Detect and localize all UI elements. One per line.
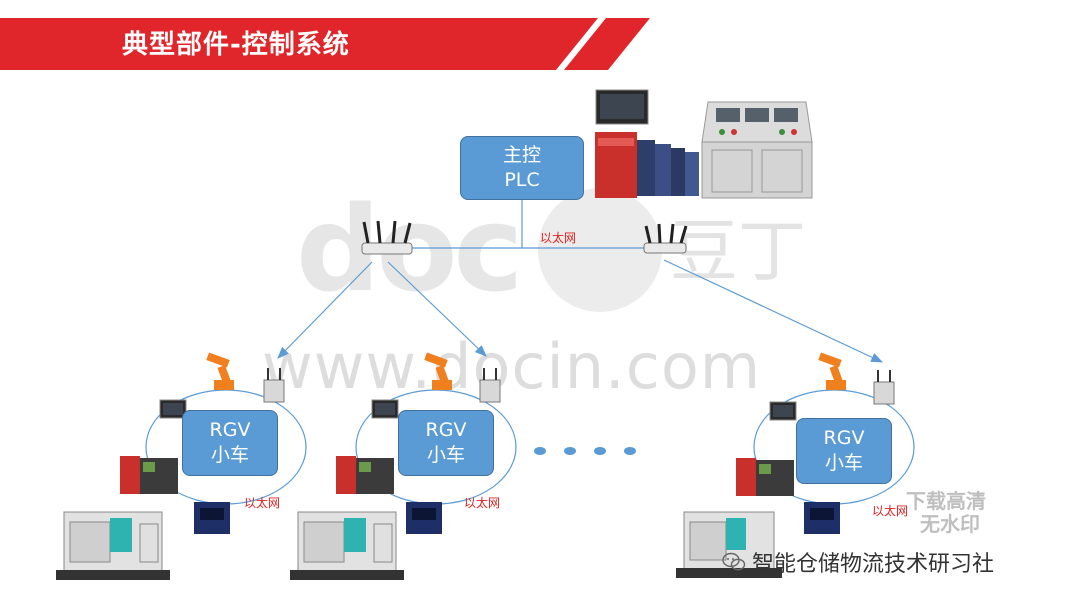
hmi-panel-icon [159, 399, 187, 419]
plc-rack-icon [595, 132, 699, 198]
plc-controller-icon [336, 456, 394, 494]
hmi-panel-icon [769, 401, 797, 421]
page-title: 典型部件-控制系统 [122, 30, 350, 60]
main-plc-box: 主控 PLC [460, 136, 584, 200]
docin-watermark-cn: 豆丁 [670, 213, 807, 292]
access-point-icon [263, 368, 285, 403]
hmi-panel-icon [371, 399, 399, 419]
rgv-box: RGV 小车 [796, 418, 892, 484]
rgv-cell-3 [676, 352, 915, 578]
download-hd-text: 下载高清 无水印 [906, 490, 986, 536]
access-point-icon [873, 370, 895, 405]
ethernet-label: 以太网 [464, 496, 501, 510]
robot-station-icon [56, 511, 170, 580]
plc-controller-icon [120, 456, 178, 494]
docin-url-watermark: www.docin.com [262, 330, 762, 403]
access-point-icon [479, 368, 501, 403]
download-hd-line2: 无水印 [920, 512, 980, 536]
rgv-cell-1 [56, 352, 307, 580]
arrow-cell-3 [663, 259, 884, 363]
rgv-label: RGV [209, 419, 251, 442]
router-icon [643, 223, 688, 254]
rgv-sublabel: 小车 [210, 444, 249, 466]
ethernet-label: 以太网 [540, 231, 577, 245]
download-hd-line1: 下载高清 [906, 489, 986, 513]
rgv-sublabel: 小车 [824, 452, 863, 474]
router-icon [361, 220, 413, 255]
rgv-sublabel: 小车 [426, 444, 465, 466]
hmi-panel-icon [595, 89, 649, 125]
scanner-icon [194, 502, 230, 534]
footer-brand-text: 智能仓储物流技术研习社 [752, 552, 995, 577]
rgv-cell-2 [290, 352, 517, 580]
robot-station-icon [676, 511, 782, 578]
main-plc-line1: 主控 [502, 144, 541, 167]
scanner-icon [406, 502, 442, 534]
robot-arm-icon [424, 352, 452, 390]
rgv-box: RGV 小车 [182, 410, 278, 476]
arrow-cell-1 [277, 261, 373, 359]
main-plc-line2: PLC [504, 169, 540, 191]
header-banner [0, 18, 650, 70]
ethernet-label: 以太网 [244, 496, 281, 510]
wechat-icon [722, 552, 746, 571]
robot-arm-icon [818, 352, 846, 390]
arrow-cell-2 [387, 261, 487, 357]
control-console-icon [701, 101, 813, 199]
ellipsis-dots [534, 447, 636, 455]
robot-station-icon [290, 511, 404, 580]
rgv-box: RGV 小车 [398, 410, 494, 476]
scanner-icon [804, 502, 840, 534]
ethernet-label: 以太网 [872, 504, 909, 518]
robot-arm-icon [206, 352, 234, 390]
rgv-label: RGV [823, 427, 865, 450]
rgv-label: RGV [425, 419, 467, 442]
footer-brand: 智能仓储物流技术研习社 [722, 546, 994, 578]
plc-controller-icon [736, 458, 794, 496]
